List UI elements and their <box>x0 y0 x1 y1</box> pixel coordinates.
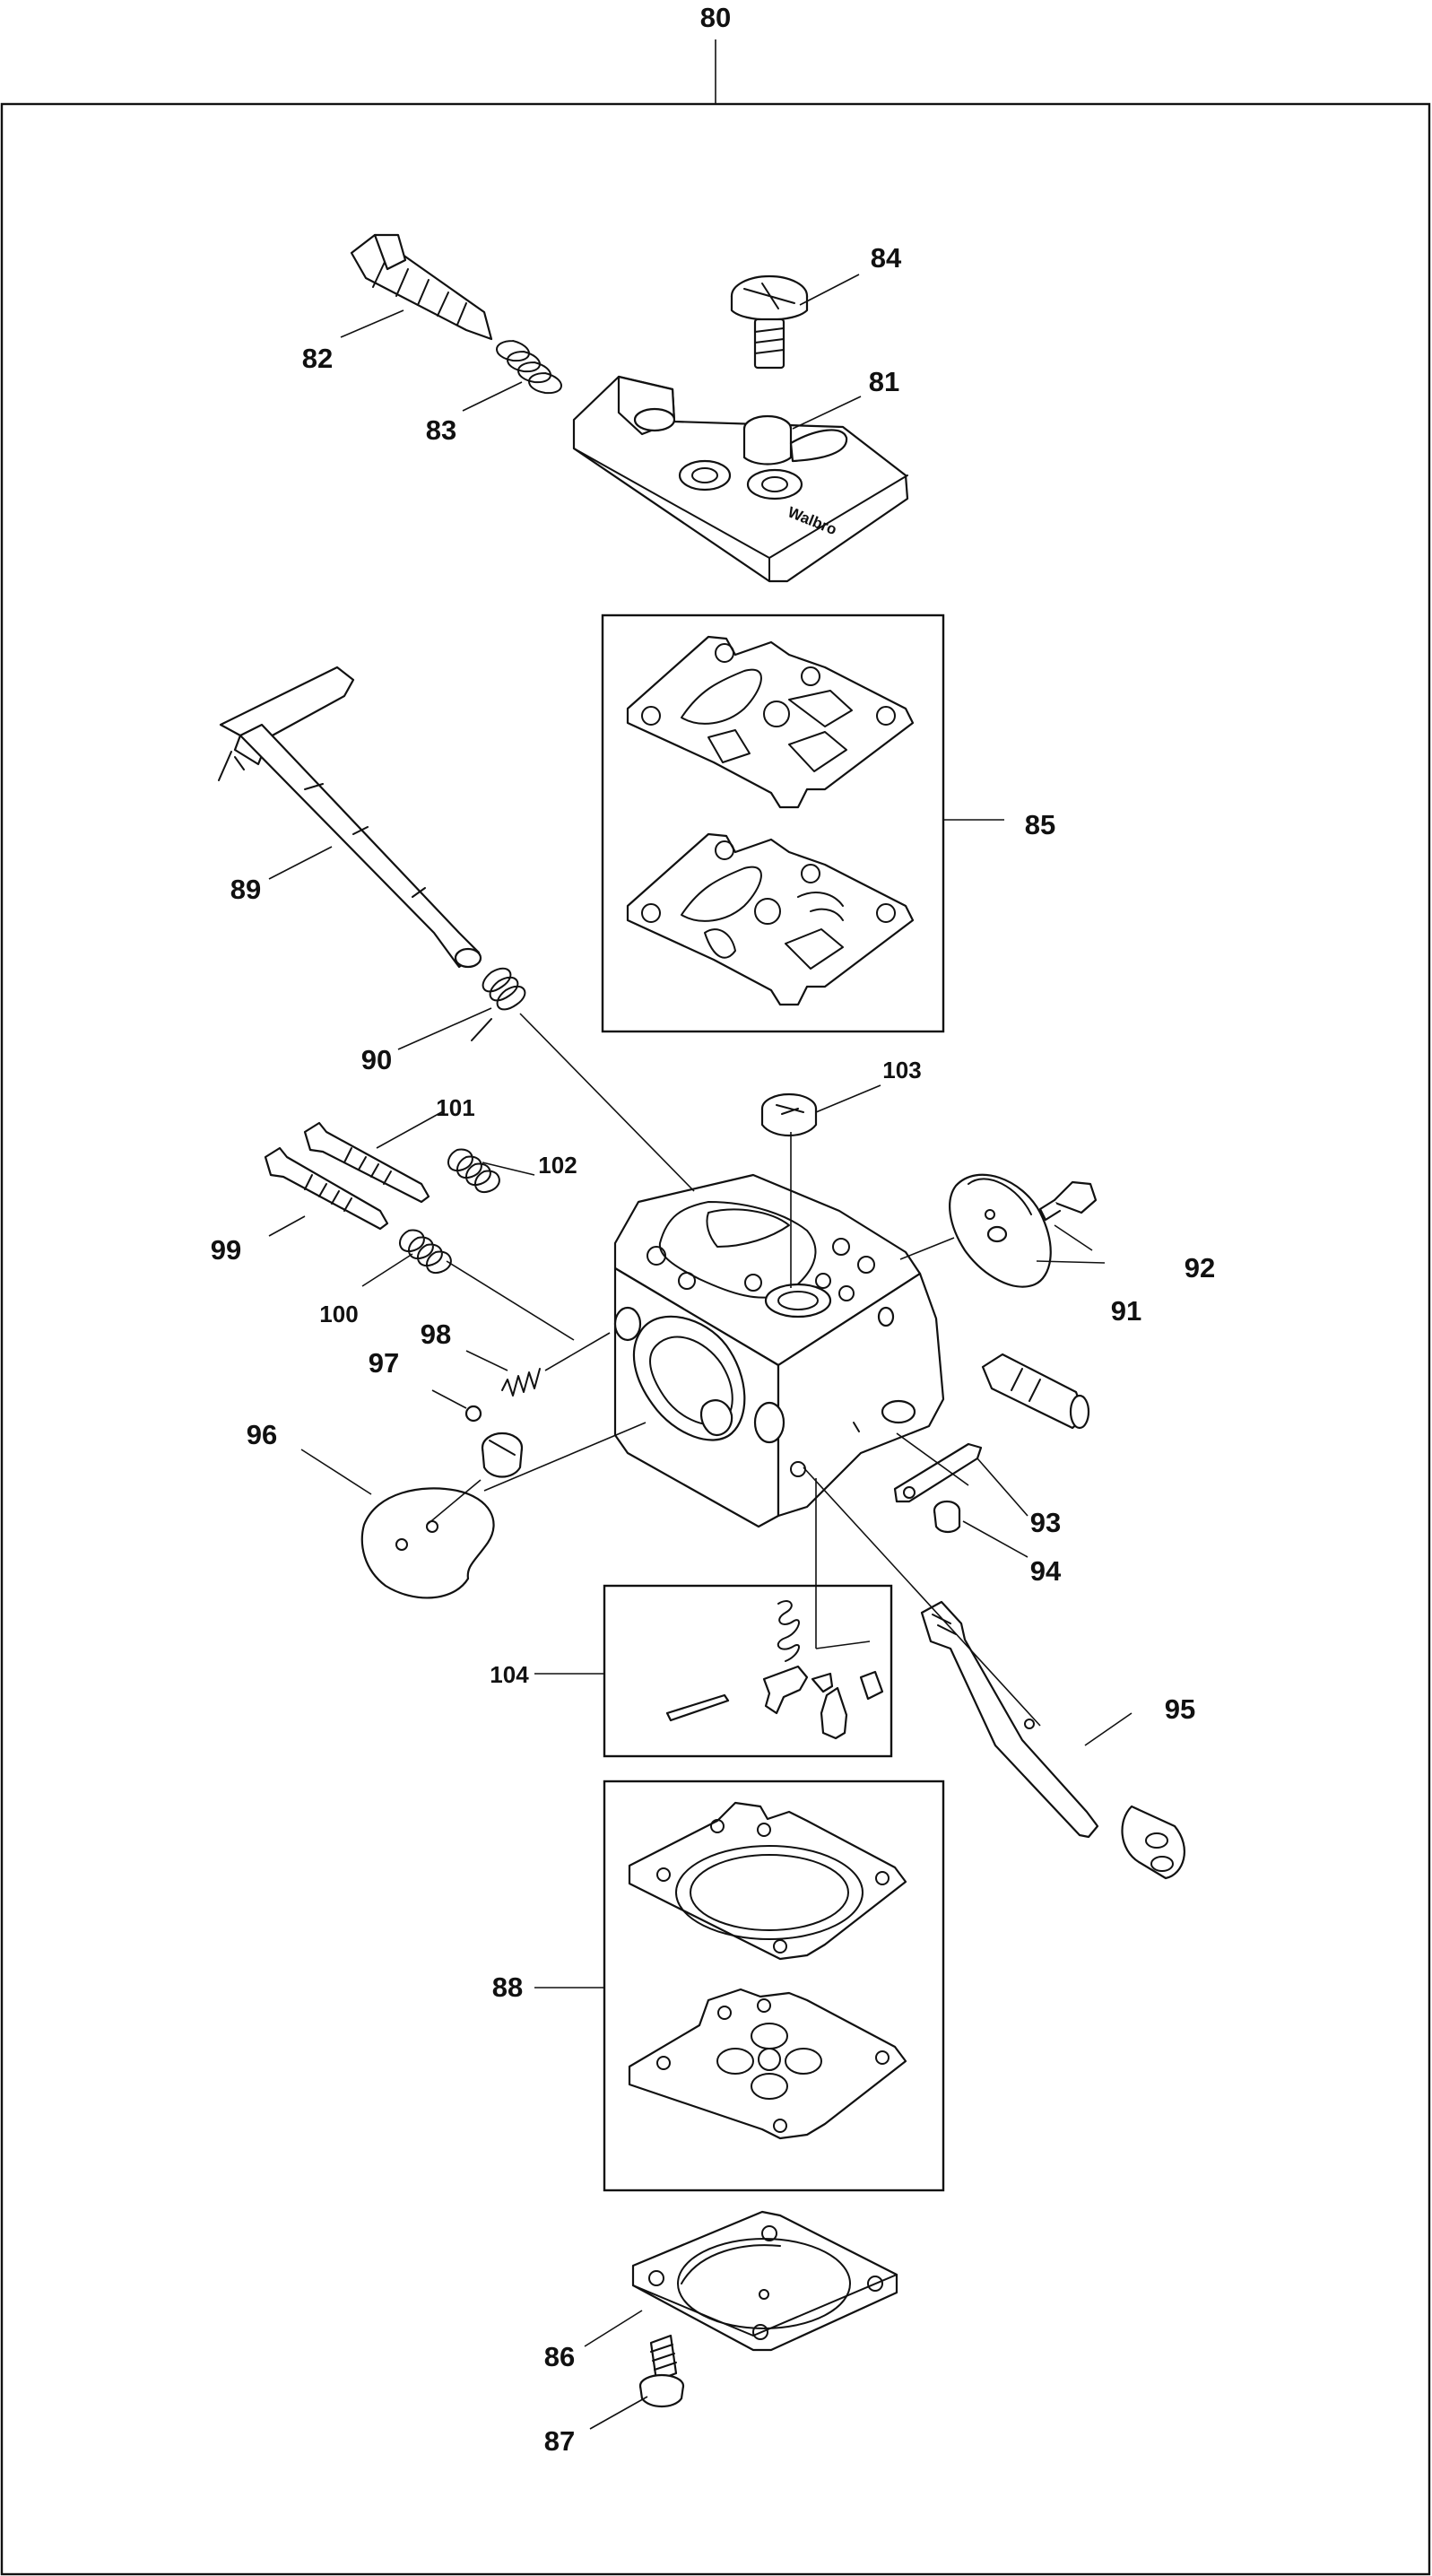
part-94-screw <box>933 1500 961 1534</box>
kit-104-box <box>603 1584 893 1758</box>
callout-87: 87 <box>544 2425 575 2457</box>
callout-84: 84 <box>871 242 902 274</box>
callout-93: 93 <box>1030 1507 1061 1538</box>
part-95-throttle-shaft <box>920 1600 1185 1880</box>
callout-95: 95 <box>1165 1693 1195 1725</box>
kit-85-box <box>601 614 945 1033</box>
part-100-spring <box>399 1229 452 1275</box>
diagram-frame <box>0 102 1431 2576</box>
part-92-screw <box>1038 1180 1098 1222</box>
part-85-gaskets <box>626 635 915 1006</box>
part-93-lever <box>893 1442 983 1503</box>
kit-88-box <box>603 1780 945 2192</box>
part-97-ball <box>464 1405 482 1423</box>
callout-94: 94 <box>1030 1555 1062 1587</box>
callout-96: 96 <box>247 1419 277 1450</box>
part-88-gaskets <box>628 1801 907 2140</box>
part-96-throttle-plate <box>360 1487 495 1599</box>
callout-88: 88 <box>492 1971 523 2003</box>
callout-90: 90 <box>361 1044 392 1075</box>
part-81-cover: Walbro <box>572 375 909 583</box>
callout-82: 82 <box>302 343 333 374</box>
part-89-choke-shaft <box>218 666 482 969</box>
callout-85: 85 <box>1025 809 1055 840</box>
part-83-spring <box>496 340 562 395</box>
callout-86: 86 <box>544 2341 575 2372</box>
callout-97: 97 <box>369 1347 399 1379</box>
part-102-spring <box>447 1148 500 1194</box>
callout-102: 102 <box>538 1152 577 1179</box>
callout-101: 101 <box>436 1094 474 1121</box>
part-84-screw <box>730 274 809 370</box>
part-86-cover <box>631 2210 898 2352</box>
part-98-spring <box>501 1368 541 1397</box>
callout-89: 89 <box>230 874 261 905</box>
part-96-screw <box>481 1432 524 1478</box>
callout-92: 92 <box>1185 1252 1215 1284</box>
callout-98: 98 <box>421 1318 451 1350</box>
callout-91: 91 <box>1111 1295 1141 1327</box>
part-fuel-fitting <box>981 1353 1090 1430</box>
part-82-screw <box>350 233 493 341</box>
part-90-spring <box>471 967 526 1041</box>
callout-83: 83 <box>426 414 456 446</box>
callout-99: 99 <box>211 1234 241 1266</box>
part-91-pump-cover <box>949 1173 1052 1288</box>
callout-103: 103 <box>882 1057 921 1083</box>
callout-100: 100 <box>319 1301 358 1327</box>
callout-104: 104 <box>490 1661 529 1688</box>
callout-80: 80 <box>700 2 731 33</box>
leader-lines <box>268 274 1133 2430</box>
part-103-plug <box>760 1092 818 1136</box>
callout-labels: 84 82 81 83 85 89 90 103 101 102 99 92 1… <box>211 242 1215 2457</box>
part-101-needle <box>303 1121 430 1204</box>
callout-81: 81 <box>869 366 899 397</box>
carburetor-body <box>613 1173 945 1528</box>
part-99-needle <box>264 1146 389 1231</box>
part-87-screw <box>638 2334 685 2408</box>
part-104-kit <box>665 1600 884 1740</box>
